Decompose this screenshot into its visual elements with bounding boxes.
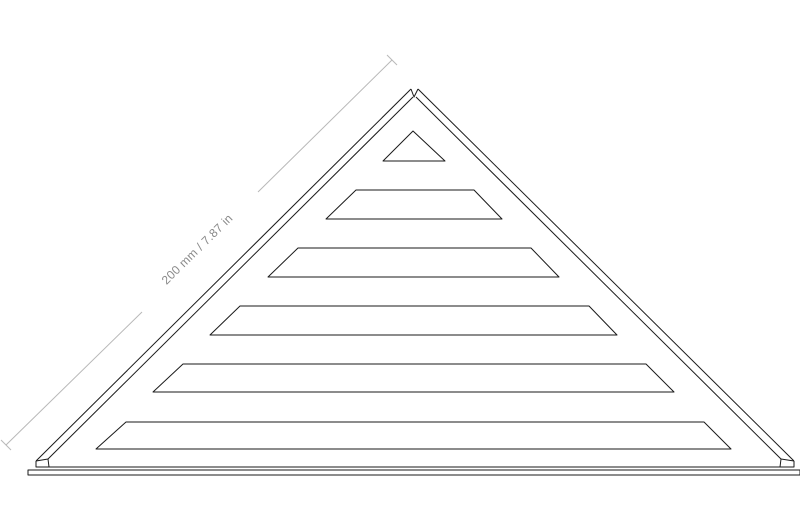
shelf-inner-edge-left [47,96,414,460]
shelf-inner-edge-right [415,96,782,460]
dimension-line-lower [5,311,143,446]
shelf-outer-edge-left [35,88,412,462]
shelf-frame [27,88,800,476]
dimension-line-upper [257,59,393,193]
dimension-tick-start [0,439,12,451]
dimension-tick-end [386,54,398,66]
drain-slot [95,421,732,450]
shelf-left-foot [35,458,50,468]
drain-slot [325,189,503,220]
shelf-base-bar [27,469,800,476]
drain-slot-top [382,130,446,162]
drain-slot [152,363,675,393]
shelf-outer-edge-right [417,88,795,462]
shelf-apex [410,88,419,98]
dimension-label: 200 mm / 7.87 in [159,211,236,287]
shelf-front-lip [35,461,795,468]
drain-slot [267,247,560,278]
drain-slot [209,305,618,336]
shelf-right-foot [779,458,795,468]
drain-slots [95,130,732,450]
